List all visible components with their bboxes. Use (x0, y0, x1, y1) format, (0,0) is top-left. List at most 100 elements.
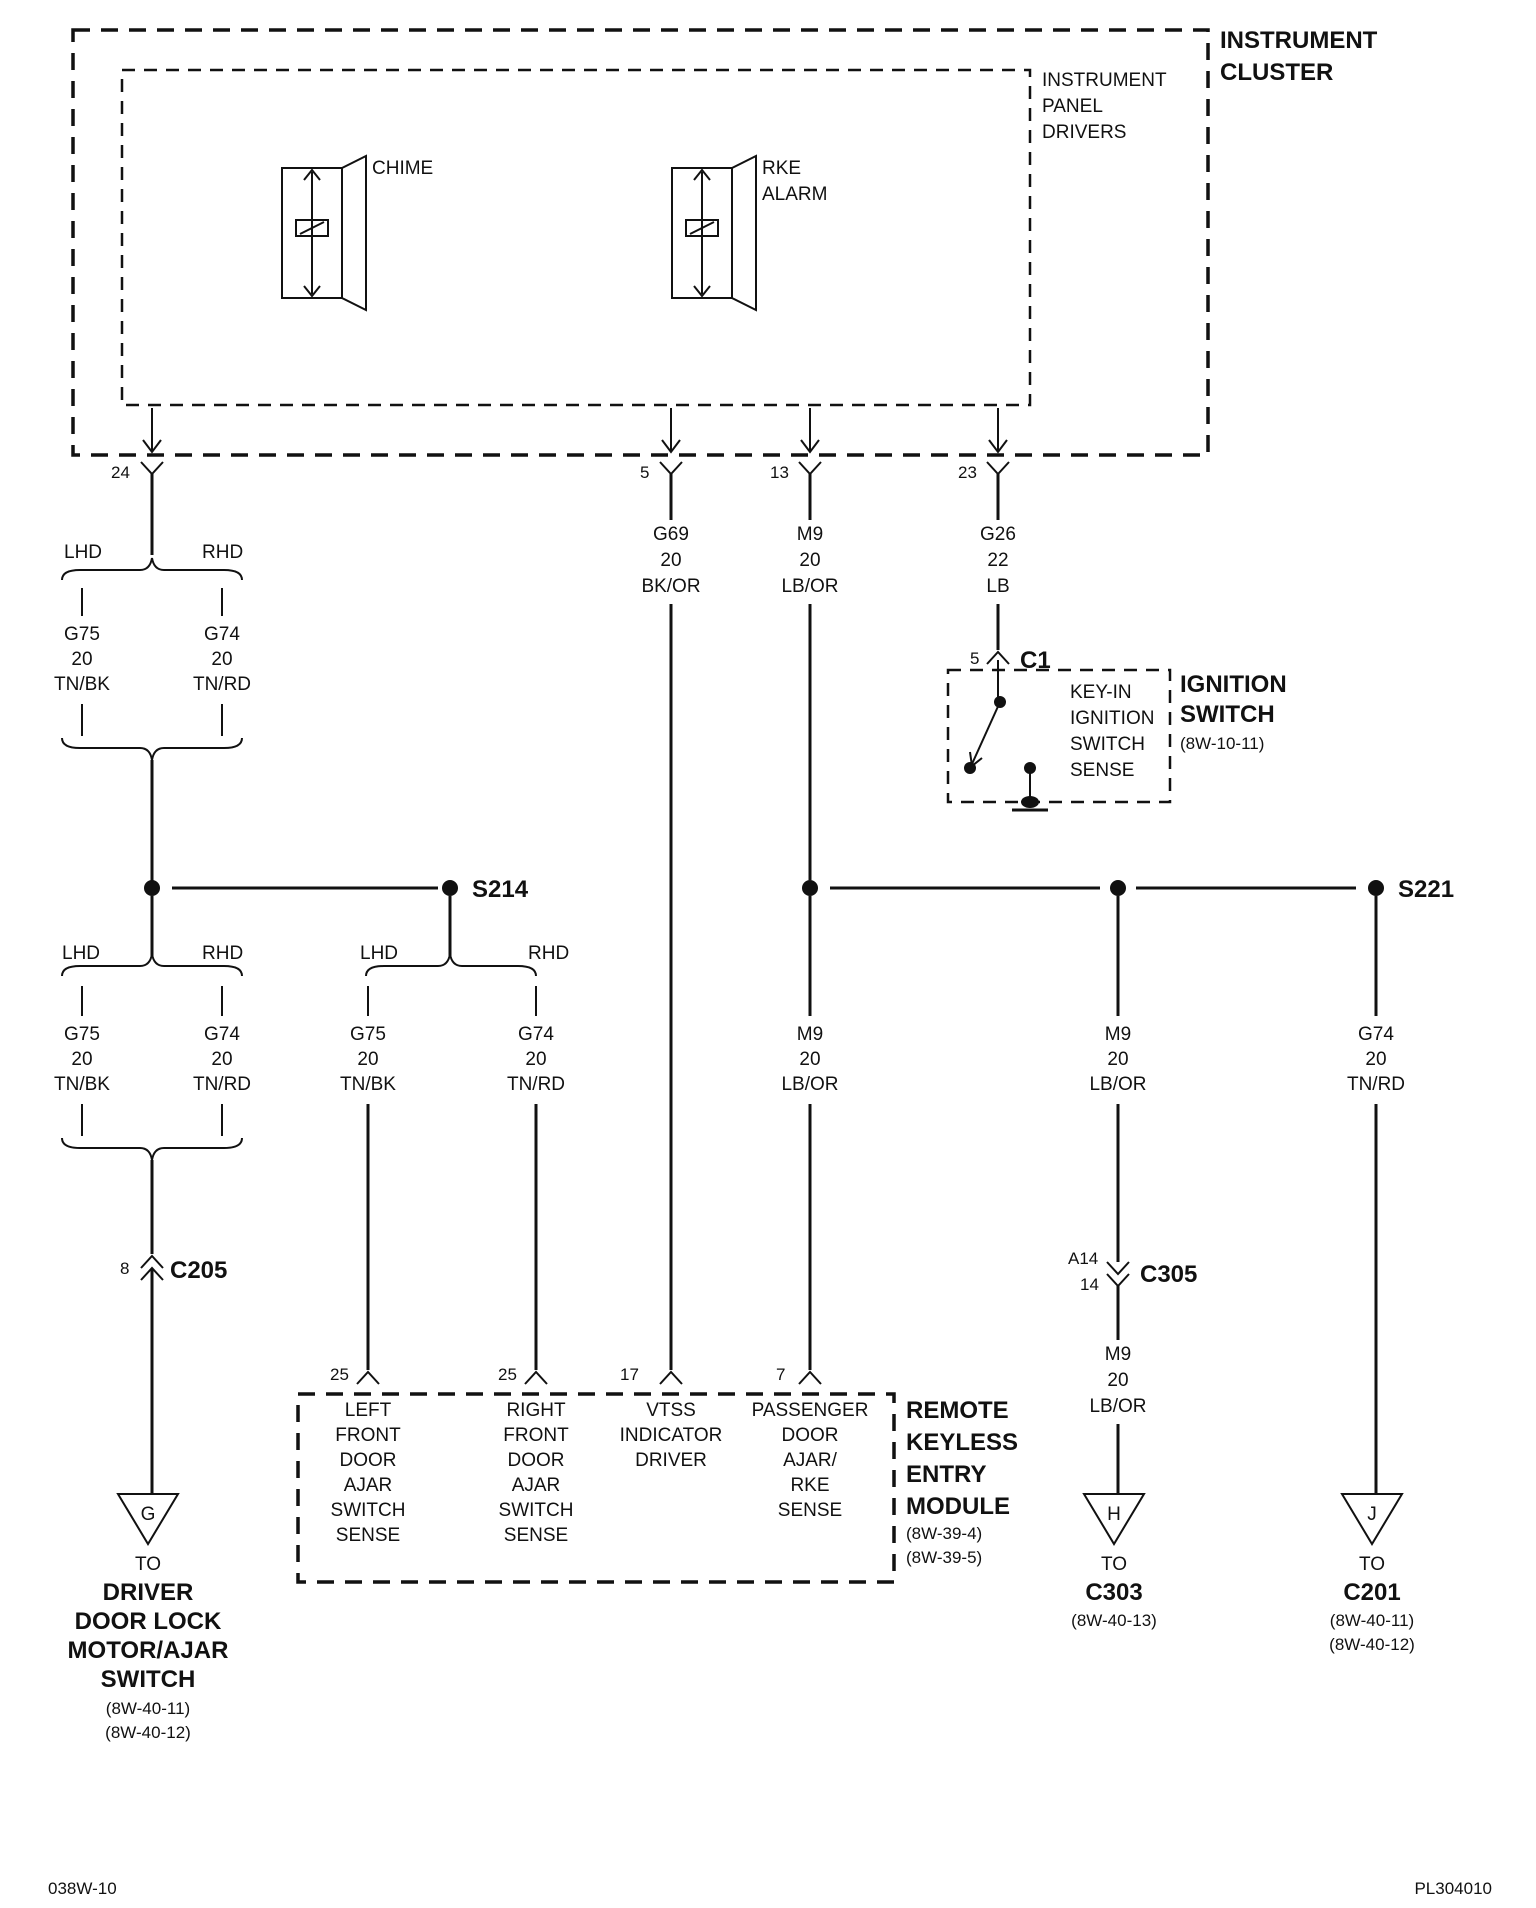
dest-g-ref1: (8W-40-11) (106, 1699, 190, 1718)
dest-g-line3: MOTOR/AJAR (68, 1637, 229, 1664)
rf-4: AJAR (512, 1475, 561, 1496)
m9-c305-out-color: LB/OR (1089, 1396, 1146, 1417)
lower-a-g74-circuit: G74 (204, 1024, 240, 1045)
upper-g74-color: TN/RD (193, 674, 251, 695)
lower-a-g75-circuit: G75 (64, 1024, 100, 1045)
c305-pin-b: 14 (1080, 1275, 1099, 1294)
pass-3: AJAR/ (783, 1450, 838, 1471)
s221-label: S221 (1398, 876, 1454, 903)
g69-circuit: G69 (653, 524, 689, 545)
rf-2: FRONT (503, 1425, 569, 1446)
ignition-ref: (8W-10-11) (1180, 734, 1264, 753)
dest-j-ref2: (8W-40-12) (1329, 1635, 1415, 1654)
lf-6: SENSE (336, 1525, 400, 1546)
lf-1: LEFT (345, 1400, 392, 1421)
g26-circuit: G26 (980, 524, 1016, 545)
upper-rhd-label: RHD (202, 542, 243, 563)
g26-color: LB (986, 576, 1009, 597)
ign-sense-3: SWITCH (1070, 734, 1145, 755)
m9-rke-color: LB/OR (781, 1074, 838, 1095)
rke-title-4: MODULE (906, 1493, 1010, 1520)
chime-speaker-icon (281, 154, 367, 312)
lower-b-g75-color: TN/BK (340, 1074, 396, 1095)
lf-2: FRONT (335, 1425, 401, 1446)
lower-b-lhd-label: LHD (360, 943, 398, 964)
lf-4: AJAR (344, 1475, 393, 1496)
chime-label: CHIME (372, 158, 433, 179)
pass-1: PASSENGER (752, 1400, 869, 1421)
pin-5: 5 (640, 463, 649, 482)
instrument-cluster-title-1: INSTRUMENT (1220, 27, 1378, 54)
rke-ref-2: (8W-39-5) (906, 1548, 982, 1567)
dest-g-line4: SWITCH (101, 1666, 196, 1693)
lower-split-b: LHD RHD G75 20 TN/BK G74 20 TN/RD (340, 896, 569, 1370)
m9-c305-in-gauge: 20 (1107, 1049, 1128, 1070)
rke-pin-25a: 25 (330, 1365, 349, 1384)
m9-top-circuit: M9 (797, 524, 823, 545)
lower-b-g74-color: TN/RD (507, 1074, 565, 1095)
ignition-title-1: IGNITION (1180, 671, 1287, 698)
destination-g: G TO DRIVER DOOR LOCK MOTOR/AJAR SWITCH … (68, 1493, 229, 1742)
lower-a-lhd-label: LHD (62, 943, 100, 964)
rf-6: SENSE (504, 1525, 568, 1546)
m9-rke-gauge: 20 (799, 1049, 820, 1070)
vtss-2: INDICATOR (620, 1425, 723, 1446)
rke-title-2: KEYLESS (906, 1429, 1018, 1456)
pass-2: DOOR (782, 1425, 839, 1446)
wire-m9-rke: M9 20 LB/OR (781, 896, 839, 1370)
upper-g75-circuit: G75 (64, 624, 100, 645)
rke-title-1: REMOTE (906, 1397, 1009, 1424)
vtss-1: VTSS (646, 1400, 696, 1421)
rke-pin-17: 17 (620, 1365, 639, 1384)
c205-pin: 8 (120, 1259, 129, 1278)
dest-h-to: TO (1101, 1554, 1127, 1575)
footer-right: PL304010 (1414, 1879, 1492, 1898)
splice-s214: S214 (144, 876, 529, 903)
rke-alarm-speaker-icon (671, 154, 757, 312)
lower-b-rhd-label: RHD (528, 943, 569, 964)
s214-label: S214 (472, 876, 529, 903)
rf-1: RIGHT (506, 1400, 566, 1421)
dest-j-letter: J (1367, 1504, 1377, 1525)
lower-a-g74-color: TN/RD (193, 1074, 251, 1095)
rf-3: DOOR (508, 1450, 565, 1471)
ipd-label-3: DRIVERS (1042, 122, 1126, 143)
destination-h: H TO C303 (8W-40-13) (1071, 1493, 1157, 1630)
rke-title-3: ENTRY (906, 1461, 986, 1488)
g74-c201-color: TN/RD (1347, 1074, 1405, 1095)
dest-j-to: TO (1359, 1554, 1385, 1575)
upper-g74-circuit: G74 (204, 624, 240, 645)
footer-left: 038W-10 (48, 1879, 117, 1898)
m9-c305-out-gauge: 20 (1107, 1370, 1128, 1391)
cluster-connectors: 24 5 13 23 (111, 408, 1010, 482)
c305-pin-a: A14 (1068, 1249, 1098, 1268)
lower-a-g74-gauge: 20 (211, 1049, 232, 1070)
dest-g-letter: G (141, 1504, 156, 1525)
lower-b-g75-gauge: 20 (357, 1049, 378, 1070)
remote-keyless-entry-module: 25 25 17 7 LEFT FRONT DOOR AJAR SWITCH S… (296, 1365, 1018, 1584)
lower-split-a: LHD RHD G75 20 TN/BK G74 20 TN/RD (54, 896, 251, 1254)
ipd-label-1: INSTRUMENT (1042, 70, 1167, 91)
rke-label: RKE (762, 158, 801, 179)
alarm-label: ALARM (762, 184, 827, 205)
wire-g26: G26 22 LB (980, 474, 1016, 650)
destination-j: J TO C201 (8W-40-11) (8W-40-12) (1329, 1493, 1415, 1654)
upper-lhd-label: LHD (64, 542, 102, 563)
ignition-pin: 5 (970, 649, 979, 668)
pin-23: 23 (958, 463, 977, 482)
vtss-3: DRIVER (635, 1450, 707, 1471)
g69-gauge: 20 (660, 550, 681, 571)
c205-label: C205 (170, 1257, 227, 1284)
ignition-title-2: SWITCH (1180, 701, 1275, 728)
lower-b-g74-circuit: G74 (518, 1024, 554, 1045)
dest-g-line2: DOOR LOCK (75, 1608, 222, 1635)
m9-rke-circuit: M9 (797, 1024, 823, 1045)
wire-m9-top: M9 20 LB/OR (781, 474, 839, 880)
wire-g74-c201: G74 20 TN/RD (1347, 896, 1405, 1494)
ign-sense-4: SENSE (1070, 760, 1134, 781)
m9-c305-in-color: LB/OR (1089, 1074, 1146, 1095)
g69-color: BK/OR (641, 576, 700, 597)
lower-a-g75-color: TN/BK (54, 1074, 110, 1095)
pin-13: 13 (770, 463, 789, 482)
